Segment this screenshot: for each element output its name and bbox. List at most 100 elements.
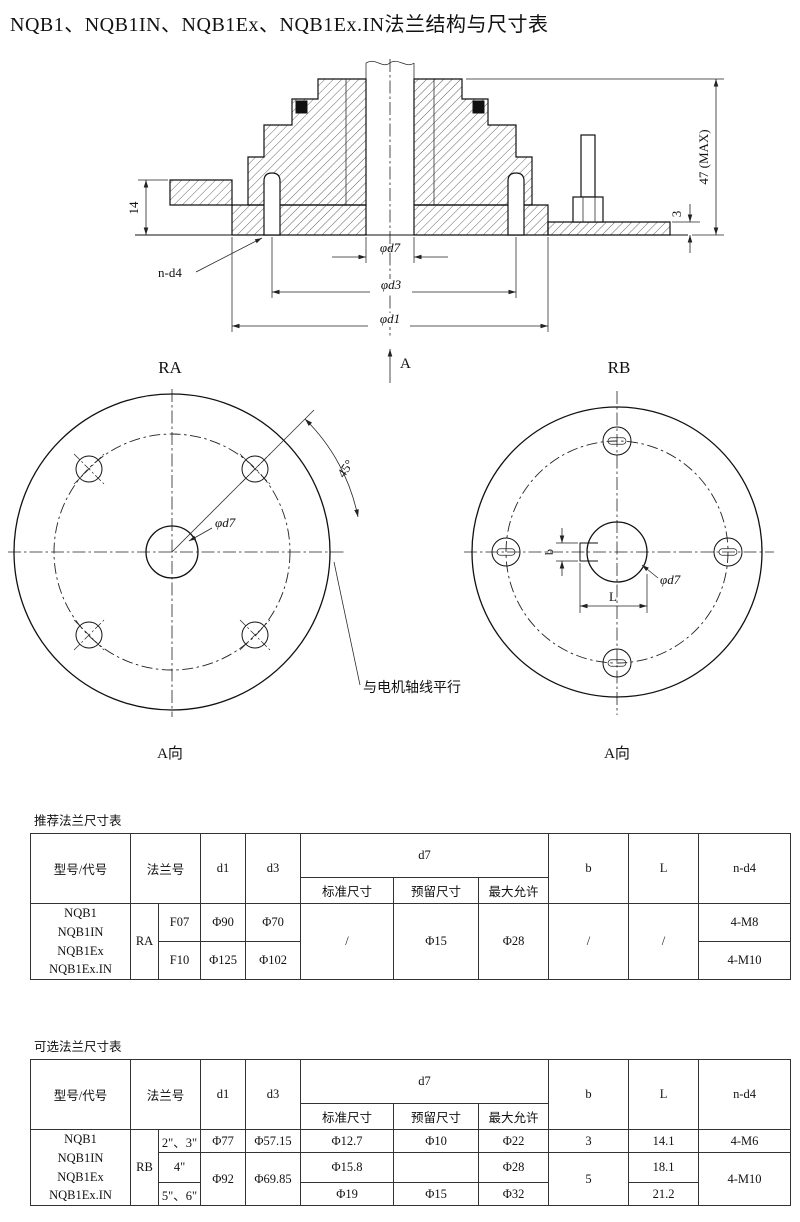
t1-r2-nd4: 4-M10 xyxy=(698,941,792,980)
flange-plate-left xyxy=(231,204,367,236)
rb-view-label: A向 xyxy=(604,745,630,762)
t1-h-nd4: n-d4 xyxy=(698,833,792,904)
model-line: NQB1 xyxy=(64,1132,97,1146)
t2-merged-d3: Φ69.85 xyxy=(245,1152,302,1206)
motor-plate xyxy=(547,221,671,236)
model-line: NQB1Ex.IN xyxy=(49,962,112,977)
rb-bolt-circle xyxy=(505,440,729,664)
model-line: NQB1Ex xyxy=(57,943,104,958)
page-title: NQB1、NQB1IN、NQB1Ex、NQB1Ex.IN法兰结构与尺寸表 xyxy=(10,14,549,36)
view-a-label: A xyxy=(400,356,411,372)
cross-section-view: 14 47 (MAX) 3 n-d4 φd7 φd xyxy=(126,59,724,383)
rb-bolt-hole xyxy=(602,426,632,456)
dim-14-label: 14 xyxy=(126,201,141,215)
model-line: NQB1IN xyxy=(57,924,104,939)
ra-bolt-circle xyxy=(53,433,291,671)
t2-h-b: b xyxy=(548,1059,630,1130)
t2-r1-d3: Φ57.15 xyxy=(245,1129,302,1153)
dim-d7-label: φd7 xyxy=(380,240,401,255)
optional-flange-table-block: 可选法兰尺寸表 型号/代号 法兰号 d1 d3 d7 b L n-d4 标准尺寸… xyxy=(30,1036,792,1206)
dim-47max-label: 47 (MAX) xyxy=(696,129,711,184)
seal-ring-right xyxy=(472,100,485,114)
dim-d3-label: φd3 xyxy=(381,277,402,292)
t1-group: RA xyxy=(130,903,159,980)
table1-caption: 推荐法兰尺寸表 xyxy=(34,814,122,828)
ra-outer-circle xyxy=(13,393,331,711)
bolt-hex-head xyxy=(572,196,604,223)
t2-r3-flange: 5"、6" xyxy=(157,1182,202,1206)
t1-reserve: Φ15 xyxy=(393,903,480,980)
t2-merged-nd4: 4-M10 xyxy=(698,1152,792,1206)
t2-r1-flange: 2"、3" xyxy=(157,1129,202,1153)
t2-group: RB xyxy=(130,1129,159,1206)
ra-45-radial xyxy=(171,409,315,553)
ra-center-hole xyxy=(145,525,199,579)
t2-h-flange-no: 法兰号 xyxy=(129,1059,202,1130)
t2-r3-reserve: Φ15 xyxy=(393,1182,480,1206)
ra-bolt-hole xyxy=(73,619,105,651)
t1-b: / xyxy=(548,903,630,980)
t1-h-flange-no: 法兰号 xyxy=(129,833,202,904)
rb-keyway xyxy=(579,542,598,562)
stud-left xyxy=(263,172,281,236)
t2-h-d1: d1 xyxy=(200,1059,247,1130)
t1-r1-d1: Φ90 xyxy=(200,903,247,942)
model-line: NQB1Ex xyxy=(57,1169,104,1184)
t1-r2-flange: F10 xyxy=(157,941,202,980)
t2-h-std: 标准尺寸 xyxy=(300,1103,395,1130)
flange-plate-right xyxy=(413,204,549,236)
t2-r3-l: 21.2 xyxy=(628,1182,700,1206)
t1-l: / xyxy=(628,903,700,980)
recommended-flange-table: 型号/代号 法兰号 d1 d3 d7 b L n-d4 标准尺寸 预留尺寸 最大… xyxy=(30,833,792,980)
bolt-shaft xyxy=(580,134,596,198)
housing-left xyxy=(247,78,367,206)
t2-r1-max: Φ22 xyxy=(478,1129,550,1153)
rb-center-hole xyxy=(586,521,648,583)
ra-bolt-hole xyxy=(73,453,105,485)
t1-h-max: 最大允许 xyxy=(478,877,550,904)
ra-note-leader xyxy=(333,561,361,686)
t1-r2-d3: Φ102 xyxy=(245,941,302,980)
ra-45-arc xyxy=(304,418,359,518)
t1-r2-d1: Φ125 xyxy=(200,941,247,980)
t2-r1-nd4: 4-M6 xyxy=(698,1129,792,1153)
t1-h-d1: d1 xyxy=(200,833,247,904)
break-line xyxy=(365,60,415,66)
ra-note-label: 与电机轴线平行 xyxy=(363,680,461,696)
model-line: NQB1Ex.IN xyxy=(49,1188,112,1203)
optional-flange-table: 型号/代号 法兰号 d1 d3 d7 b L n-d4 标准尺寸 预留尺寸 最大… xyxy=(30,1059,792,1206)
t1-h-std: 标准尺寸 xyxy=(300,877,395,904)
dim-d1-label: φd1 xyxy=(380,311,400,326)
rb-d7-leader xyxy=(641,564,659,579)
rb-bolt-hole xyxy=(713,537,743,567)
t2-r3-std: Φ19 xyxy=(300,1182,395,1206)
rb-l-label: L xyxy=(609,589,617,604)
t2-r1-reserve: Φ10 xyxy=(393,1129,480,1153)
t2-h-l: L xyxy=(628,1059,700,1130)
t2-r1-l: 14.1 xyxy=(628,1129,700,1153)
t2-h-max: 最大允许 xyxy=(478,1103,550,1130)
ra-title: RA xyxy=(158,358,182,377)
t1-r1-nd4: 4-M8 xyxy=(698,903,792,942)
housing-right xyxy=(413,78,533,206)
t2-r1-b: 3 xyxy=(548,1129,630,1153)
t1-h-d7: d7 xyxy=(300,833,550,878)
t2-r2-max: Φ28 xyxy=(478,1152,550,1183)
t1-h-b: b xyxy=(548,833,630,904)
stud-right xyxy=(507,172,525,236)
t2-h-nd4: n-d4 xyxy=(698,1059,792,1130)
table2-caption: 可选法兰尺寸表 xyxy=(34,1040,122,1054)
ra-view-label: A向 xyxy=(157,745,183,762)
t2-h-reserve: 预留尺寸 xyxy=(393,1103,480,1130)
t1-h-model: 型号/代号 xyxy=(30,833,131,904)
t2-r1-d1: Φ77 xyxy=(200,1129,247,1153)
ra-bolt-hole xyxy=(239,619,271,651)
rb-bolt-hole xyxy=(491,537,521,567)
t2-h-model: 型号/代号 xyxy=(30,1059,131,1130)
nd4-label: n-d4 xyxy=(158,265,182,280)
t2-r2-reserve xyxy=(393,1152,480,1183)
t2-merged-b: 5 xyxy=(548,1152,630,1206)
nd4-leader xyxy=(195,237,263,273)
t2-model-cell: NQB1 NQB1IN NQB1Ex NQB1Ex.IN xyxy=(30,1129,131,1206)
